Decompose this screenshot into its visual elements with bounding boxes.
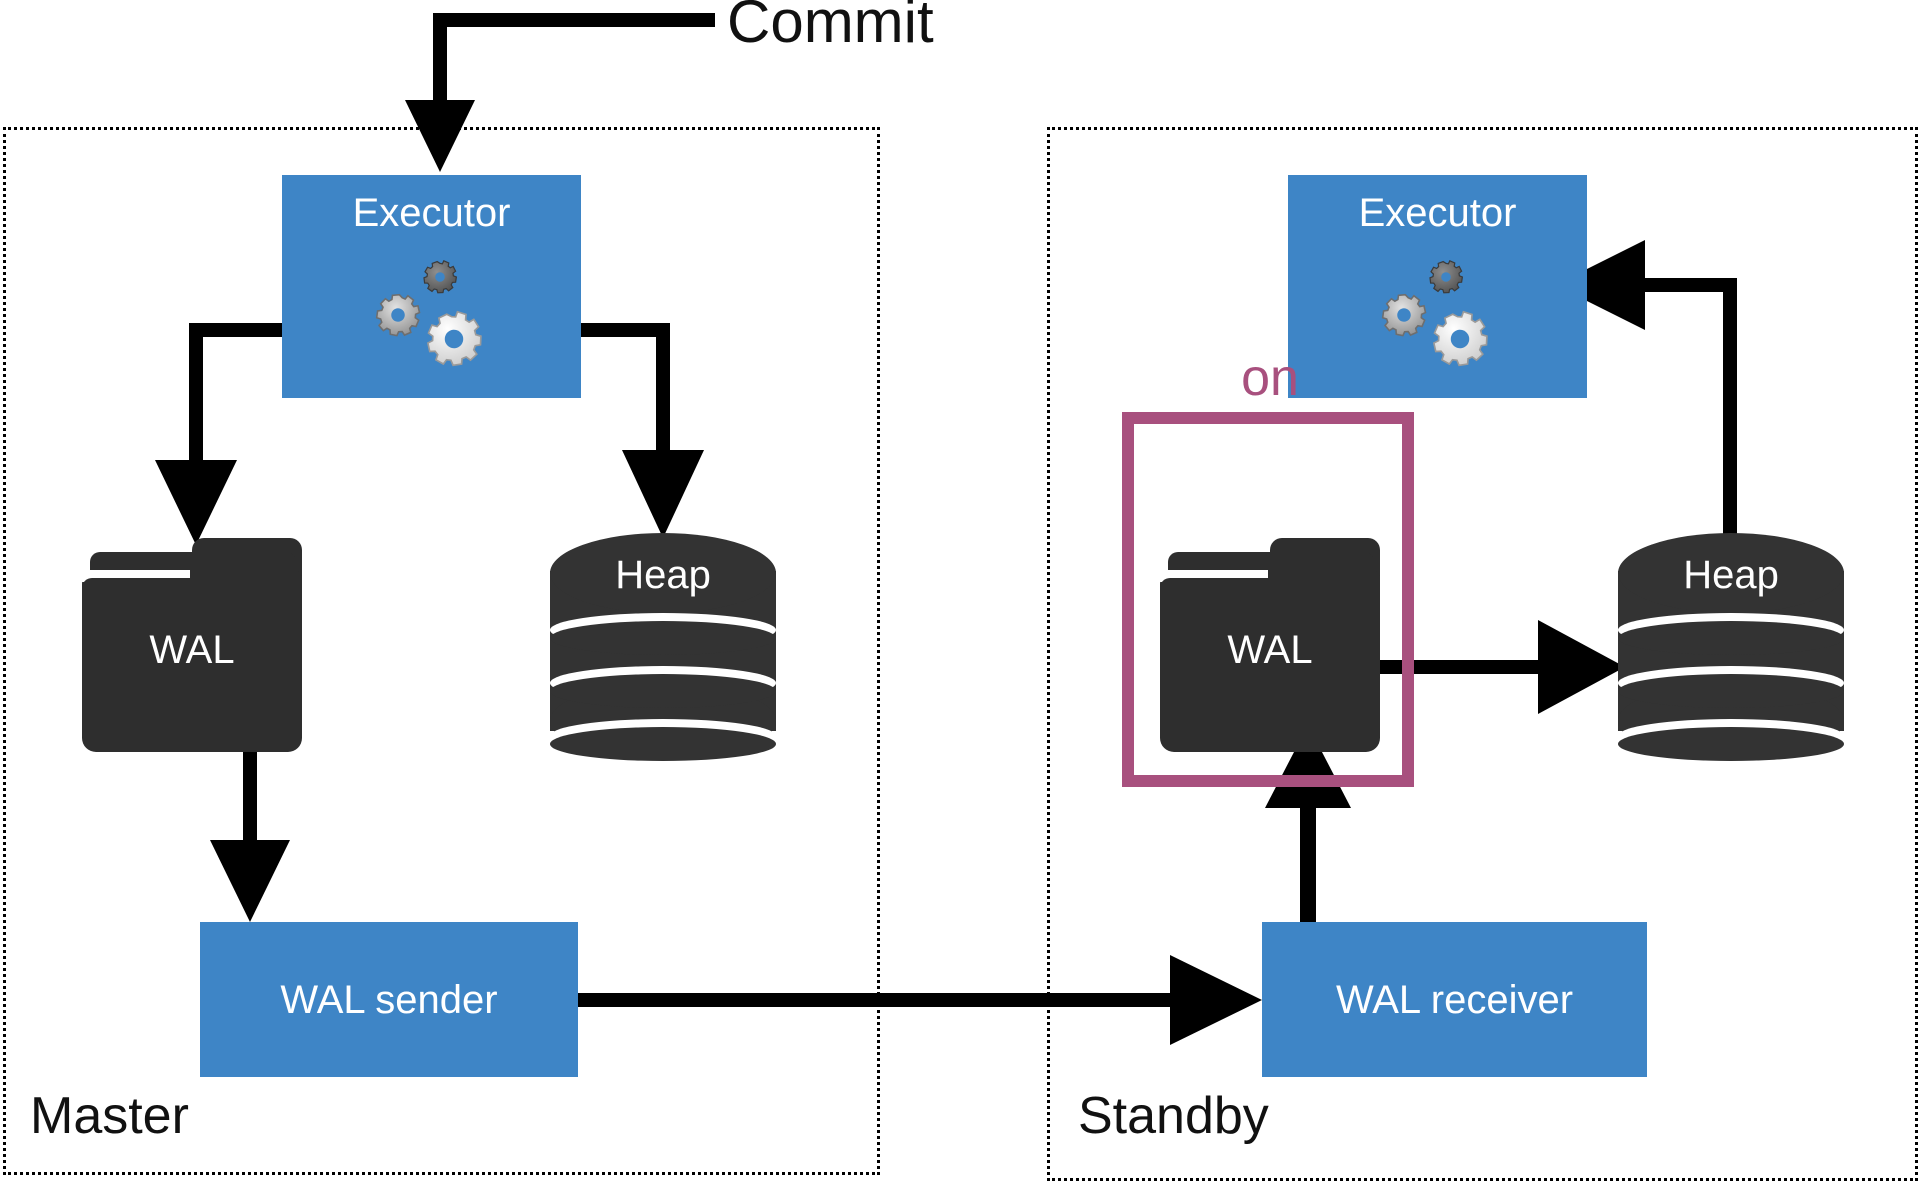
folder-front-body — [1160, 570, 1380, 752]
wal-receiver-label: WAL receiver — [1335, 977, 1574, 1022]
standby-executor-box[interactable]: Executor — [1288, 175, 1587, 398]
cylinder-ring-1 — [1618, 621, 1844, 655]
cylinder-top — [550, 533, 776, 613]
standby-wal-on-label: on — [1241, 349, 1299, 407]
commit-label: Commit — [727, 0, 934, 55]
standby-wal-highlight-box — [1122, 412, 1414, 787]
master-heap-label: Heap — [615, 553, 711, 597]
master-executor-label: Executor — [352, 191, 511, 235]
wal-sender-box[interactable]: WAL sender — [200, 922, 578, 1077]
cylinder-ring-3 — [550, 727, 776, 761]
cylinder-ring-2 — [1618, 674, 1844, 708]
cylinder-ring-1 — [550, 621, 776, 655]
folder-front-lip — [82, 578, 194, 600]
standby-wal-label: WAL — [1227, 628, 1313, 672]
standby-executor-label: Executor — [1358, 191, 1517, 235]
cylinder-ring-2 — [550, 674, 776, 708]
master-executor-box[interactable]: Executor — [282, 175, 581, 398]
cylinder-ring-3 — [1618, 727, 1844, 761]
standby-wal-folder[interactable]: WAL — [1160, 538, 1380, 752]
wal-receiver-box[interactable]: WAL receiver — [1262, 922, 1647, 1077]
standby-zone — [1047, 127, 1918, 1181]
folder-front-body — [82, 570, 302, 752]
standby-zone-label: Standby — [1078, 1087, 1269, 1145]
master-zone — [3, 127, 880, 1175]
master-wal-folder[interactable]: WAL — [82, 538, 302, 752]
cylinder-top — [1618, 533, 1844, 613]
wal-sender-label: WAL sender — [280, 977, 498, 1022]
master-zone-label: Master — [30, 1087, 189, 1145]
master-wal-label: WAL — [149, 628, 235, 672]
master-heap-cylinder[interactable]: Heap — [550, 533, 776, 765]
folder-front-lip — [1160, 578, 1272, 600]
standby-heap-cylinder[interactable]: Heap — [1618, 533, 1844, 765]
standby-heap-label: Heap — [1683, 553, 1779, 597]
